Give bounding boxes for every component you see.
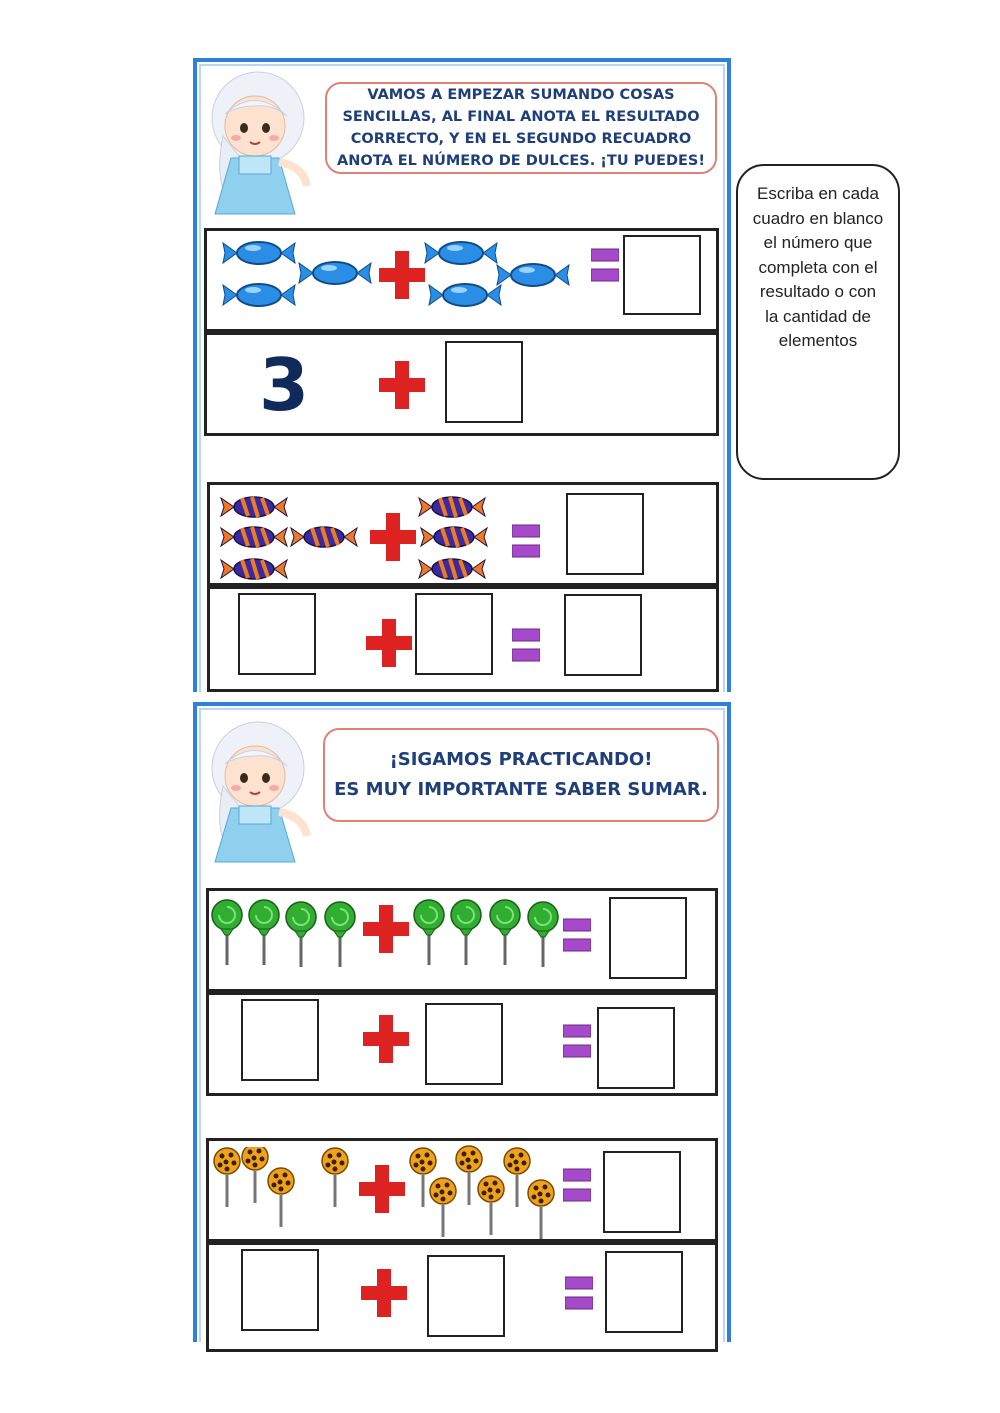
plus-icon xyxy=(359,1165,405,1213)
green-lollipop-icon xyxy=(488,899,522,967)
answer-box-total[interactable] xyxy=(603,1151,681,1233)
green-lollipop-icon xyxy=(413,899,446,967)
orange-lollipop-icon xyxy=(526,1178,556,1241)
exercise-2-pictures-row xyxy=(207,482,719,586)
answer-box-total[interactable] xyxy=(597,1007,675,1089)
answer-box-total[interactable] xyxy=(566,493,644,575)
princess-illustration xyxy=(211,71,311,215)
blue-candy-icon xyxy=(424,241,498,265)
answer-box-addend-1[interactable] xyxy=(241,1249,319,1331)
exercise-2-numbers-row xyxy=(207,586,719,692)
striped-candy-icon xyxy=(289,525,359,549)
blue-candy-group-right xyxy=(424,241,570,307)
inner-frame xyxy=(199,708,725,1342)
exercise-4-pictures-row xyxy=(206,1138,718,1242)
speech-line-1: ¡SIGAMOS PRACTICANDO! xyxy=(389,749,653,770)
instruction-speech-bubble: VAMOS A EMPEZAR SUMANDO COSAS SENCILLAS,… xyxy=(325,82,717,174)
plus-icon xyxy=(379,361,425,409)
answer-box-addend-1[interactable] xyxy=(238,593,316,675)
equals-icon xyxy=(565,1276,593,1310)
orange-lollipop-icon xyxy=(428,1176,458,1239)
plus-icon xyxy=(366,619,412,667)
blue-candy-icon xyxy=(496,263,570,287)
equals-icon xyxy=(591,248,619,282)
green-lollipop-icon xyxy=(211,899,244,967)
orange-lollipop-icon xyxy=(502,1146,532,1209)
green-lollipop-icon xyxy=(284,900,318,969)
striped-candy-group-right xyxy=(417,495,489,581)
striped-candy-icon xyxy=(219,525,289,549)
exercise-3-pictures-row xyxy=(206,888,718,992)
inner-frame xyxy=(199,64,725,692)
princess-illustration xyxy=(211,721,311,863)
orange-lollipop-icon xyxy=(240,1147,270,1205)
exercise-1-numbers-row: 3 xyxy=(204,332,719,436)
answer-box-total[interactable] xyxy=(605,1251,683,1333)
orange-lollipop-icon xyxy=(476,1174,506,1237)
exercise-4-numbers-row xyxy=(206,1242,718,1352)
answer-box-addend[interactable] xyxy=(445,341,523,423)
motivation-speech-bubble: ¡SIGAMOS PRACTICANDO! ES MUY IMPORTANTE … xyxy=(323,728,719,822)
blue-candy-icon xyxy=(222,283,296,307)
plus-icon xyxy=(363,1015,409,1063)
orange-lollipop-group-right xyxy=(409,1145,556,1241)
green-lollipop-icon xyxy=(247,899,281,967)
blue-candy-icon xyxy=(298,261,372,285)
orange-lollipop-icon xyxy=(454,1145,484,1207)
striped-candy-group-left xyxy=(219,495,359,581)
striped-candy-icon xyxy=(417,557,487,581)
answer-box-total[interactable] xyxy=(564,594,642,676)
equals-icon xyxy=(512,628,540,662)
green-lollipop-group-right xyxy=(413,899,560,969)
answer-box-total[interactable] xyxy=(623,235,701,315)
striped-candy-icon xyxy=(417,495,487,519)
answer-box-total[interactable] xyxy=(609,897,687,979)
speech-line-2: ES MUY IMPORTANTE SABER SUMAR. xyxy=(334,779,708,800)
answer-box-addend-2[interactable] xyxy=(427,1255,505,1337)
equals-icon xyxy=(563,1024,591,1058)
instruction-note-text: Escriba en cada cuadro en blanco el núme… xyxy=(752,184,884,350)
green-lollipop-icon xyxy=(526,900,560,969)
answer-box-addend-2[interactable] xyxy=(415,593,493,675)
striped-candy-icon xyxy=(219,495,289,519)
answer-box-addend-1[interactable] xyxy=(241,999,319,1081)
orange-lollipop-icon xyxy=(213,1147,242,1209)
green-lollipop-icon xyxy=(449,899,483,967)
equals-icon xyxy=(563,1168,591,1202)
speech-text: VAMOS A EMPEZAR SUMANDO COSAS SENCILLAS,… xyxy=(337,87,705,169)
orange-lollipop-icon xyxy=(266,1166,296,1229)
blue-candy-group-left xyxy=(222,241,296,307)
worksheet-page-1: VAMOS A EMPEZAR SUMANDO COSAS SENCILLAS,… xyxy=(193,58,731,692)
equals-icon xyxy=(563,918,591,952)
blue-candy-icon xyxy=(222,241,296,265)
worksheet-page-2: ¡SIGAMOS PRACTICANDO! ES MUY IMPORTANTE … xyxy=(193,702,731,1352)
answer-box-addend-2[interactable] xyxy=(425,1003,503,1085)
exercise-1-pictures-row xyxy=(204,228,719,332)
orange-lollipop-group-left xyxy=(213,1147,350,1229)
plus-icon xyxy=(363,905,409,953)
striped-candy-icon xyxy=(219,557,289,581)
orange-lollipop-icon xyxy=(320,1147,350,1209)
exercise-3-numbers-row xyxy=(206,992,718,1096)
equals-icon xyxy=(512,524,540,558)
plus-icon xyxy=(379,251,425,299)
green-lollipop-group-left xyxy=(211,899,357,969)
plus-icon xyxy=(370,513,416,561)
green-lollipop-icon xyxy=(323,900,357,969)
striped-candy-icon xyxy=(419,525,489,549)
number-three: 3 xyxy=(259,343,310,427)
instruction-note: Escriba en cada cuadro en blanco el núme… xyxy=(736,164,900,480)
blue-candy-icon xyxy=(428,283,502,307)
plus-icon xyxy=(361,1269,407,1317)
